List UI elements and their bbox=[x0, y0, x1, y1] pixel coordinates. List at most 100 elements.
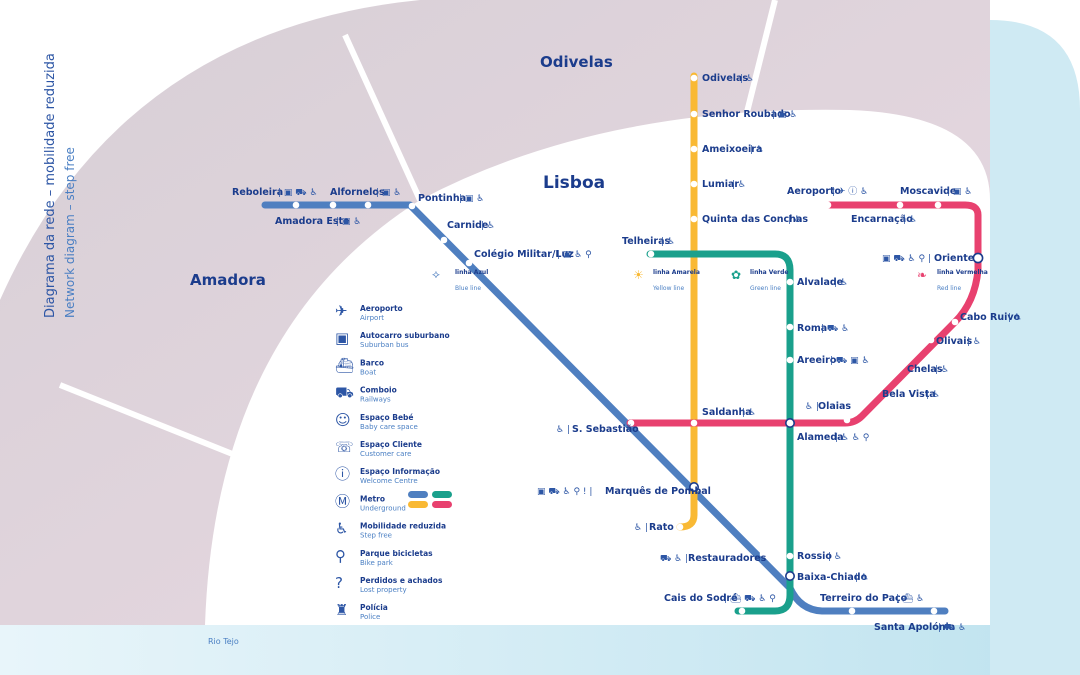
station-bela-vista[interactable]: Bela Vista bbox=[882, 389, 936, 400]
legend-label: Parque bicicletas bbox=[360, 549, 433, 558]
station-santa-apolonia[interactable]: Santa Apolónia bbox=[874, 622, 955, 633]
legend-label: Perdidos e achados bbox=[360, 576, 443, 585]
lisboa-zone bbox=[205, 109, 990, 625]
station-restauradores[interactable]: Restauradores bbox=[688, 553, 767, 564]
station-telheiras[interactable]: Telheiras bbox=[622, 236, 670, 247]
encarnacao-amenity-icons: | ♿ bbox=[903, 215, 917, 225]
alvalade-amenity-icons: | ♿ bbox=[834, 278, 848, 288]
line-badge-red: ❧ linha Vermelha Red line bbox=[917, 268, 988, 292]
station-alameda[interactable]: Alameda bbox=[797, 432, 844, 443]
chelas-amenity-icons: | ♿ bbox=[935, 365, 949, 375]
lumiar-amenity-icons: | ♿ bbox=[732, 180, 746, 190]
station-cabo-ruivo[interactable]: Cabo Ruivo bbox=[960, 312, 1021, 323]
alfornelos-amenity-icons: | ▣ ♿ bbox=[376, 188, 401, 198]
roma-amenity-icons: | ⛟ ♿ bbox=[821, 324, 849, 334]
legend-label: Aeroporto bbox=[360, 304, 403, 313]
cabo-ruivo-amenity-icons: | ♿ bbox=[1008, 313, 1022, 323]
station-encarnacao[interactable]: Encarnação bbox=[851, 214, 913, 225]
station-olaias[interactable]: Olaias bbox=[818, 401, 851, 412]
legend-label: Espaço Cliente bbox=[360, 440, 422, 449]
station-carnide[interactable]: Carnide bbox=[447, 220, 488, 231]
legend-label: Mobilidade reduzida bbox=[360, 522, 446, 531]
legend-label: Polícia bbox=[360, 603, 388, 612]
station-aeroporto[interactable]: Aeroporto bbox=[787, 186, 842, 197]
station-alvalade[interactable]: Alvalade bbox=[797, 277, 843, 288]
station-moscavide[interactable]: Moscavide bbox=[900, 186, 956, 197]
station-oriente[interactable]: Oriente bbox=[934, 253, 974, 264]
station-s-sebastiao[interactable]: S. Sebastião bbox=[572, 424, 639, 435]
baby-care-icon: ☺ bbox=[335, 411, 351, 429]
rossio-amenity-icons: | ♿ bbox=[828, 552, 842, 562]
s-sebastiao-amenity-icons: ♿ | bbox=[556, 425, 570, 435]
station-alfornelos[interactable]: Alfornelos bbox=[330, 187, 385, 198]
areeiro-amenity-icons: | ⛟ ▣ ♿ bbox=[830, 356, 870, 366]
station-senhor-roubado[interactable]: Senhor Roubado bbox=[702, 109, 791, 120]
airplane-icon: ✈ bbox=[335, 302, 348, 320]
quinta-conchas-amenity-icons: | ♿ bbox=[788, 215, 802, 225]
line-badge-blue: ⟡ linha Azul Blue line bbox=[432, 267, 488, 292]
colegio-militar-amenity-icons: | ▣ ♿ ⚲ bbox=[557, 250, 592, 260]
legend-label: Espaço Bebé bbox=[360, 413, 414, 422]
rato-amenity-icons: ♿ | bbox=[634, 523, 648, 533]
station-amadora-este[interactable]: Amadora Este bbox=[275, 216, 350, 227]
diagram-title-pt: Diagrama da rede – mobilidade reduzida bbox=[43, 53, 58, 318]
svg-text:Red line: Red line bbox=[937, 285, 961, 292]
station-lumiar[interactable]: Lumiar bbox=[702, 179, 739, 190]
svg-text:linha Azul: linha Azul bbox=[455, 269, 488, 276]
olaias-amenity-icons: ♿ | bbox=[805, 402, 819, 412]
legend-label: Autocarro suburbano bbox=[360, 331, 450, 340]
santa-apolonia-amenity-icons: | ⛟ ♿ bbox=[938, 623, 966, 633]
telheiras-amenity-icons: | ♿ bbox=[661, 237, 675, 247]
station-reboleira[interactable]: Reboleira bbox=[232, 187, 283, 198]
station-saldanha[interactable]: Saldanha bbox=[702, 407, 752, 418]
moscavide-amenity-icons: | ▣ ♿ bbox=[947, 187, 972, 197]
alameda-amenity-icons: | ♿ ♿ ⚲ bbox=[835, 433, 870, 443]
station-odivelas[interactable]: Odivelas bbox=[702, 73, 748, 84]
station-areeiro[interactable]: Areeiro bbox=[797, 355, 837, 366]
legend-label-en: Underground bbox=[360, 504, 406, 512]
red-line-icon: ❧ bbox=[917, 268, 927, 282]
station-colegio-militar[interactable]: Colégio Militar/Luz bbox=[474, 249, 574, 260]
station-olivais[interactable]: Olivais bbox=[936, 336, 972, 347]
legend-label-en: Baby care space bbox=[360, 423, 418, 431]
legend-label: Comboio bbox=[360, 386, 397, 395]
station-cais-sodre[interactable]: Cais do Sodré bbox=[664, 593, 738, 604]
green-line bbox=[646, 250, 794, 615]
cais-sodre-amenity-icons: | ⛴ ⛟ ♿ ⚲ bbox=[724, 593, 776, 604]
station-baixa-chiado[interactable]: Baixa-Chiado bbox=[797, 572, 868, 583]
metro-line-chip bbox=[408, 491, 428, 498]
station-chelas[interactable]: Chelas bbox=[907, 364, 943, 375]
legend-label-en: Airport bbox=[360, 314, 384, 322]
saldanha-amenity-icons: | ♿ bbox=[742, 408, 756, 418]
station-pontinha[interactable]: Pontinha bbox=[418, 193, 466, 204]
station-quinta-conchas[interactable]: Quinta das Conchas bbox=[702, 214, 808, 225]
terreiro-paco-amenity-icons: | ⛴ ♿ bbox=[896, 593, 924, 604]
station-terreiro-paco[interactable]: Terreiro do Paço bbox=[820, 593, 908, 604]
legend-label-en: Step free bbox=[360, 532, 392, 540]
svg-text:Yellow line: Yellow line bbox=[652, 285, 685, 292]
info-icon: ⓘ bbox=[335, 465, 350, 483]
station-rato[interactable]: Rato bbox=[649, 522, 674, 533]
station-marques-pombal[interactable]: Marquês de Pombal bbox=[605, 486, 711, 497]
station-roma[interactable]: Roma bbox=[797, 323, 827, 334]
reboleira-amenity-icons: | ▣ ⛟ ♿ bbox=[278, 188, 318, 198]
oriente-amenity-icons: ▣ ⛟ ♿ ⚲ | bbox=[882, 254, 931, 264]
metro-line-chip bbox=[432, 491, 452, 498]
zone-amadora: Amadora bbox=[190, 271, 266, 289]
odivelas-amenity-icons: | ♿ bbox=[740, 74, 754, 84]
line-badge-green: ✿ linha Verde Green line bbox=[731, 268, 789, 292]
restauradores-amenity-icons: ⛟ ♿ | bbox=[660, 554, 688, 564]
station-ameixoeira[interactable]: Ameixoeira bbox=[702, 144, 762, 155]
legend-label-en: Lost property bbox=[360, 586, 407, 594]
station-rossio[interactable]: Rossio bbox=[797, 551, 832, 562]
